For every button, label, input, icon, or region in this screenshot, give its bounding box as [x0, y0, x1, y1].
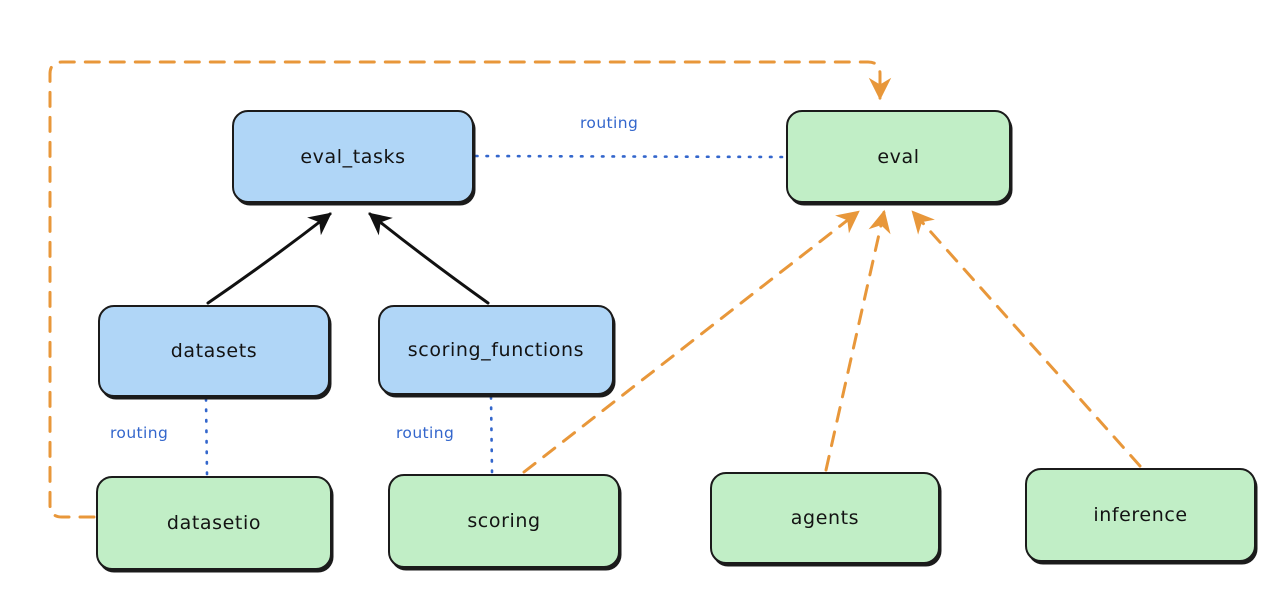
node-datasets[interactable]: datasets	[98, 305, 330, 397]
node-scoring[interactable]: scoring	[388, 474, 620, 568]
node-label-datasets: datasets	[170, 340, 258, 362]
edge-datasets-to-datasetio	[204, 397, 209, 476]
node-label-inference: inference	[1093, 504, 1188, 526]
edge-label-routing-datasets: routing	[110, 424, 169, 442]
edge-scoring-functions-to-eval-tasks	[368, 212, 490, 305]
edge-eval-tasks-to-eval	[474, 154, 786, 159]
node-eval-tasks[interactable]: eval_tasks	[232, 110, 474, 203]
node-agents[interactable]: agents	[710, 472, 940, 564]
node-label-eval-tasks: eval_tasks	[300, 145, 406, 168]
node-datasetio[interactable]: datasetio	[96, 476, 332, 570]
edge-inference-to-eval	[911, 210, 1142, 468]
node-eval[interactable]: eval	[786, 110, 1011, 203]
node-label-scoring-functions: scoring_functions	[407, 339, 585, 361]
node-label-scoring: scoring	[467, 510, 541, 532]
edge-label-routing-scoring: routing	[396, 424, 455, 442]
edge-label-routing-eval-tasks: routing	[580, 114, 639, 132]
node-label-eval: eval	[877, 145, 920, 168]
edge-scoring-functions-to-scoring	[489, 395, 494, 474]
node-inference[interactable]: inference	[1025, 468, 1256, 562]
edge-datasets-to-eval-tasks	[206, 212, 332, 305]
node-scoring-functions[interactable]: scoring_functions	[378, 305, 614, 395]
node-label-datasetio: datasetio	[166, 512, 262, 534]
edge-agents-to-eval	[824, 209, 891, 472]
node-label-agents: agents	[790, 507, 860, 529]
